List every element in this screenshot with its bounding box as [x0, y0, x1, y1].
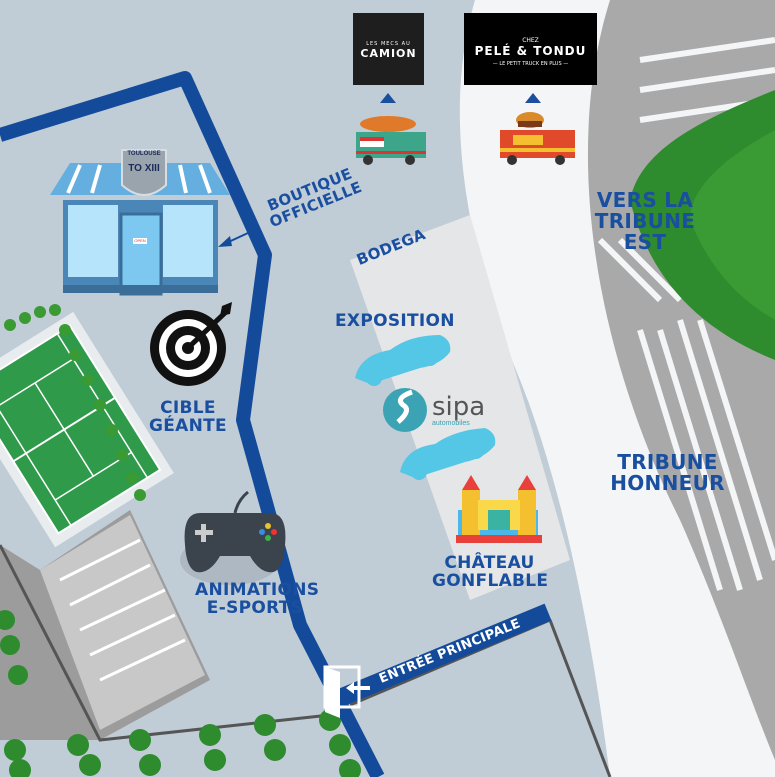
hedge — [4, 304, 146, 501]
logo-subtext: CHEZ — [522, 37, 539, 44]
entrance-path — [331, 603, 552, 709]
blue-path — [0, 71, 385, 777]
curb — [0, 544, 331, 742]
label-cible-geante: CIBLE GÉANTE — [149, 398, 227, 436]
bouncy-castle-icon — [456, 475, 542, 543]
label-animations-esports: ANIMATIONS E-SPORTS — [195, 580, 320, 618]
logo-title: CAMION — [360, 47, 417, 60]
target-icon — [150, 302, 232, 386]
entrance-door-icon — [323, 665, 370, 718]
burger-truck-icon — [500, 112, 575, 165]
label-vers-tribune-est: VERS LA TRIBUNE EST — [594, 188, 696, 254]
sipa-subtext: automobiles — [432, 420, 470, 427]
curb — [548, 619, 612, 777]
sipa-wordmark: sipa — [432, 392, 486, 422]
club-crest-mark: TO XIII — [128, 163, 160, 174]
logo-title: PELÉ & TONDU — [474, 44, 587, 58]
label-exposition: EXPOSITION — [335, 311, 455, 331]
open-sign: OPEN — [134, 238, 146, 243]
logo-tagline: — LE PETIT TRUCK EN PLUS — — [492, 61, 569, 67]
club-crest — [121, 149, 167, 196]
label-chateau-gonflable: CHÂTEAU GONFLABLE — [432, 553, 549, 591]
club-crest-text: TOULOUSE — [127, 151, 161, 157]
label-tribune-honneur: TRIBUNE HONNEUR — [610, 450, 725, 495]
triangle-marker-icon — [380, 93, 396, 103]
parking-lines — [59, 538, 186, 682]
gamepad-icon — [180, 490, 286, 585]
les-mecs-au-camion-logo: LES MECS AU CAMION — [353, 13, 424, 85]
car-icon — [400, 428, 496, 480]
arrow-icon — [218, 236, 232, 247]
car-icon — [355, 335, 451, 386]
logo-subtext: LES MECS AU — [366, 41, 411, 47]
triangle-marker-icon — [525, 93, 541, 103]
hotdog-truck-icon — [356, 116, 426, 165]
sipa-logo — [383, 388, 427, 432]
field-stripe — [690, 130, 775, 320]
shop-icon — [50, 149, 230, 296]
pele-tondu-logo: CHEZ PELÉ & TONDU — LE PETIT TRUCK EN PL… — [464, 13, 597, 85]
trees — [0, 610, 361, 777]
